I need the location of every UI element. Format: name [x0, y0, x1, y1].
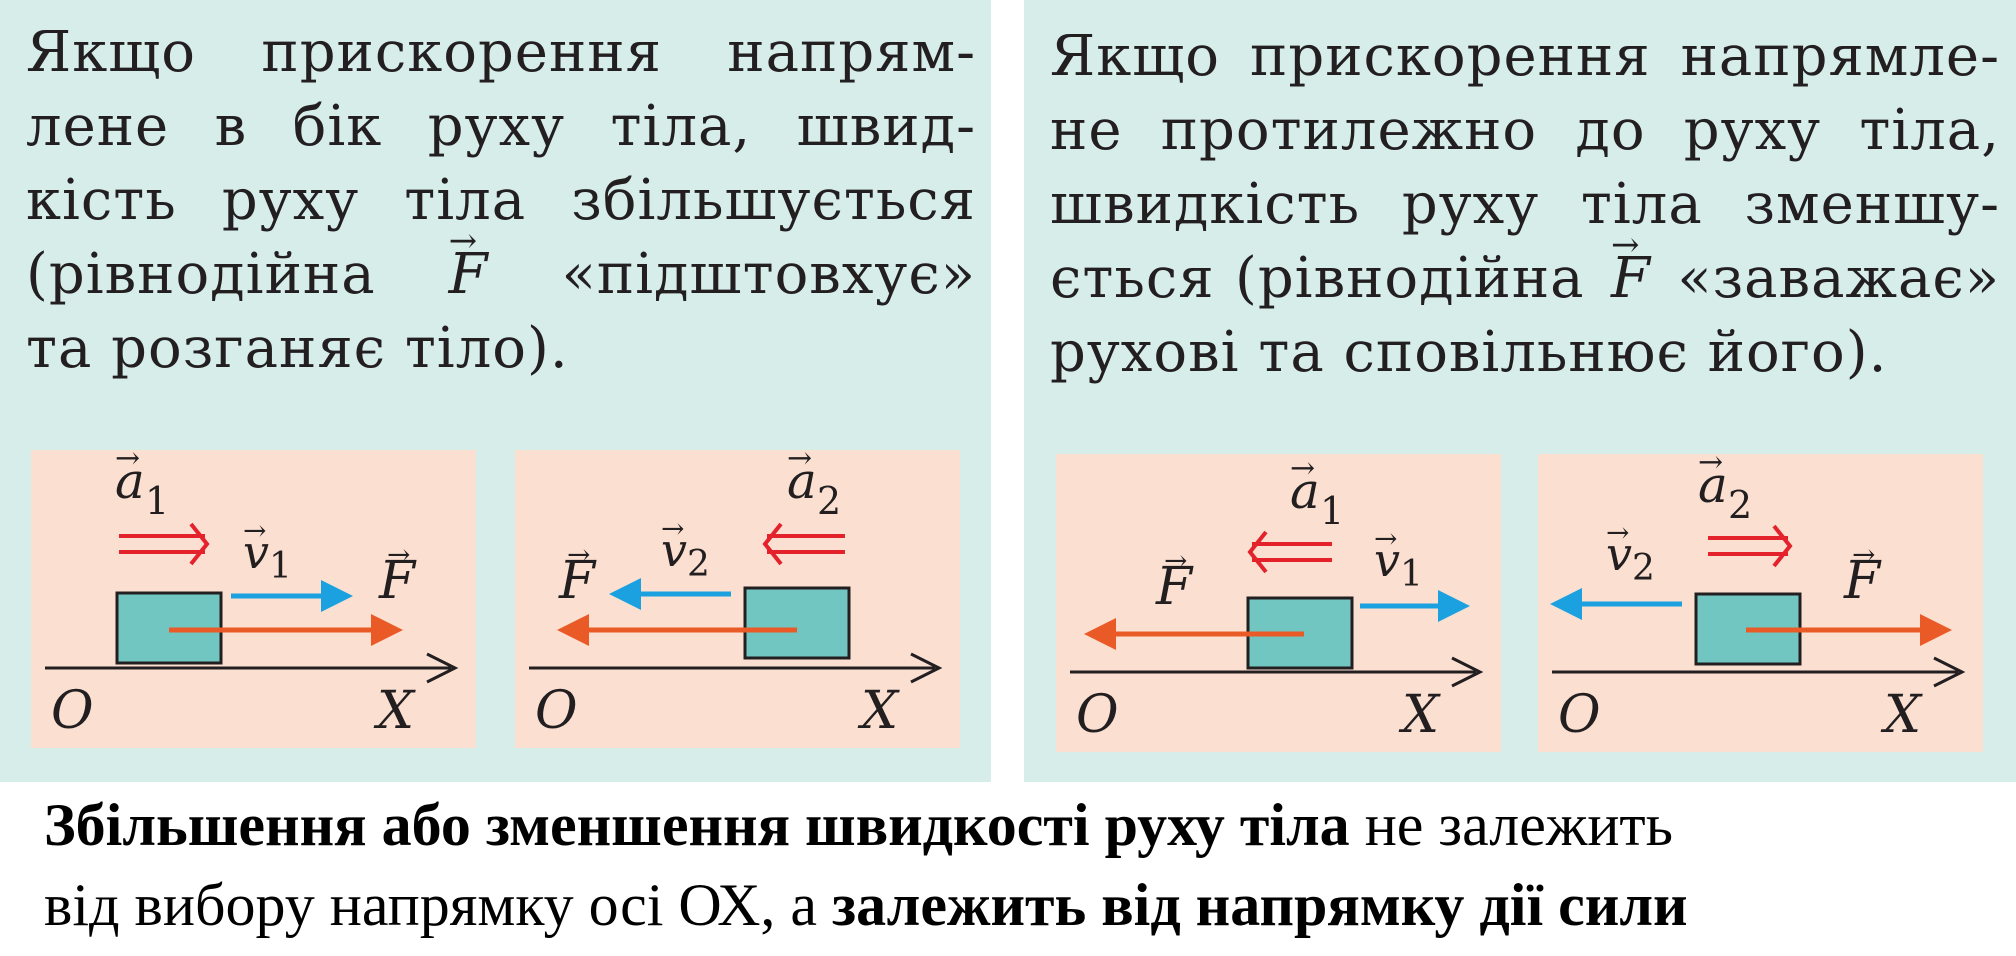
force-vector-mark: → [387, 538, 410, 571]
axis-x-label: X [373, 681, 416, 741]
force-vector-mark: → [567, 538, 590, 571]
origin-label: O [1076, 685, 1119, 745]
right-line-5: рухові та сповільнює його). [1050, 320, 1888, 385]
v1-symbol: v [1374, 533, 1400, 587]
conclusion-bold-1: Збільшення або зменшення швидкості руху … [44, 792, 1350, 858]
left-line-5: та розганяє тіло). [26, 316, 569, 381]
conclusion-regular-1: не залежить [1349, 792, 1674, 858]
conclusion-regular-2: від вибору напрямку осі ОХ, а [44, 872, 833, 938]
left-line-2: лене в бік руху тіла, швид- [26, 94, 976, 159]
a1-symbol: a [1290, 462, 1320, 520]
v1-vector-mark: → [1374, 522, 1397, 555]
diagram-4-svg: O X a → 2 v → 2 F → [1550, 445, 1966, 745]
x-axis-arrowhead [1451, 656, 1484, 688]
left-force-symbol: F [443, 204, 495, 312]
diagram-decelerating-left: O X a → 2 v → 2 F → [1538, 445, 1983, 752]
right-line-4-start: ється (рівнодійна [1050, 246, 1585, 311]
a1-index: 1 [1320, 489, 1344, 533]
acceleration-arrow [1247, 530, 1332, 574]
axis-x-label: X [1398, 685, 1441, 745]
left-paragraph: Якщо прискорення напрям- лене в бік руху… [26, 16, 976, 386]
origin-label: O [535, 681, 578, 741]
diagram-1-svg: O X a → 1 v → 1 F → [45, 441, 459, 741]
acceleration-arrow [1708, 524, 1793, 568]
acceleration-arrow [119, 522, 210, 566]
a1-vector-mark: → [115, 441, 140, 476]
a1-vector-mark: → [1290, 451, 1315, 486]
conclusion-bold-2: залежить від напрямку дії сили [832, 872, 1688, 938]
a2-vector-mark: → [1698, 445, 1723, 480]
diagram-accelerating-left: O X a → 2 v → 2 F → [515, 441, 960, 748]
a2-symbol: a [1698, 456, 1728, 514]
velocity-arrowhead [1550, 588, 1582, 620]
force-arrowhead [557, 614, 589, 646]
origin-label: O [51, 681, 94, 741]
body-block [743, 586, 851, 660]
v2-vector-mark: → [661, 512, 684, 545]
left-line-3: кість руху тіла збільшується [26, 168, 976, 233]
v2-index: 2 [687, 544, 710, 585]
diagram-accelerating-right: O X a → 1 v → 1 F → [31, 441, 476, 748]
x-axis-arrowhead [1933, 656, 1966, 688]
diagram-decelerating-right: O X a → 1 v → 1 F → [1056, 451, 1501, 752]
right-line-1: Якщо прискорення напрямле- [1050, 24, 2000, 89]
force-symbol: F [378, 551, 417, 611]
x-axis-arrowhead [426, 652, 459, 684]
right-line-4-end: «заважає» [1677, 246, 2000, 311]
v1-vector-mark: → [243, 514, 266, 547]
conclusion-line-2: від вибору напрямку осі ОХ, а залежить в… [44, 868, 2004, 942]
a2-index: 2 [1728, 483, 1752, 527]
a2-vector-mark: → [787, 441, 812, 476]
velocity-arrowhead [609, 578, 641, 610]
force-arrowhead [1920, 614, 1952, 646]
a1-symbol: a [115, 452, 145, 510]
v2-index: 2 [1632, 548, 1655, 589]
force-symbol: F [558, 551, 597, 611]
v2-symbol: v [661, 523, 687, 577]
force-vector-mark: → [1852, 538, 1875, 571]
velocity-arrowhead [1438, 590, 1470, 622]
v2-symbol: v [1606, 527, 1632, 581]
x-axis-arrowhead [910, 652, 943, 684]
origin-label: O [1558, 685, 1601, 745]
force-arrowhead [1084, 618, 1116, 650]
right-force-symbol: F [1605, 208, 1657, 316]
a2-index: 2 [817, 479, 841, 523]
right-line-2: не протилежно до руху тіла, [1050, 98, 2000, 163]
v1-index: 1 [269, 546, 292, 587]
conclusion-text: Збільшення або зменшення швидкості руху … [44, 782, 2004, 942]
left-line-1: Якщо прискорення напрям- [26, 20, 976, 85]
left-line-4-start: (рівнодійна [26, 242, 376, 307]
v1-index: 1 [1400, 554, 1423, 595]
velocity-arrowhead [321, 580, 353, 612]
diagram-3-svg: O X a → 1 v → 1 F → [1070, 451, 1484, 745]
right-line-4: ється (рівнодійна F «заважає» [1050, 208, 2000, 316]
v1-symbol: v [243, 525, 269, 579]
axis-x-label: X [857, 681, 900, 741]
force-symbol: F [1155, 557, 1194, 617]
force-symbol: F [1843, 551, 1882, 611]
force-vector-mark: → [1164, 544, 1187, 577]
right-line-3: швидкість руху тіла зменшу- [1050, 172, 2000, 237]
force-arrowhead [371, 614, 403, 646]
v2-vector-mark: → [1606, 516, 1629, 549]
a1-index: 1 [145, 479, 169, 523]
left-line-4: (рівнодійна F «підштовхує» [26, 204, 976, 312]
a2-symbol: a [787, 452, 817, 510]
axis-x-label: X [1880, 685, 1923, 745]
right-paragraph: Якщо прискорення напрямле- не протилежно… [1050, 20, 2000, 390]
acceleration-arrow [762, 522, 845, 566]
diagram-2-svg: O X a → 2 v → 2 F → [529, 441, 943, 741]
conclusion-line-1: Збільшення або зменшення швидкості руху … [44, 788, 2004, 862]
left-line-4-end: «підштовхує» [561, 242, 976, 307]
